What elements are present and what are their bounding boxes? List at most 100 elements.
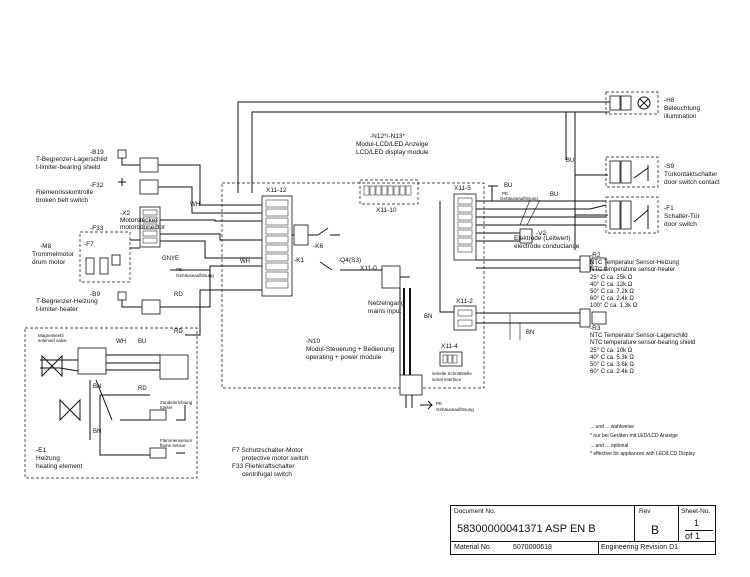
pe-arrow	[420, 400, 433, 410]
b19-terminal	[139, 157, 159, 173]
h8-ref: -H8	[664, 97, 675, 104]
label-h8: -H8 Beleuchtung illumination	[664, 97, 701, 120]
k6-switch	[317, 227, 340, 236]
mains-de: Netzeingang	[368, 300, 405, 307]
wire-b9	[160, 265, 262, 308]
legend-f33-de: F33 Fliehkraftschalter	[232, 463, 295, 470]
e1-en: heating element	[36, 463, 82, 470]
m8-de: Trommelmotor	[32, 251, 75, 258]
title-block: Document No. 58300000041371 ASP EN B Rev…	[450, 505, 716, 555]
v2-de: Elektrode (Leitwert)	[514, 235, 570, 242]
f32-en: broken belt switch	[36, 197, 88, 204]
wire-label-bu-1: BU	[566, 158, 574, 164]
wire-label-pe: PE	[176, 267, 182, 272]
wire-label-bn-3: BN	[424, 314, 432, 320]
e1-wires	[106, 354, 160, 371]
r2-en: NTC temperature sensor-heater	[590, 267, 675, 273]
sheet-label: Sheet-No.	[681, 508, 711, 515]
f7-element	[111, 254, 121, 266]
wire-label-rd-3: RD	[138, 386, 147, 392]
sheet-cell: Sheet-No. 1 of 1	[679, 506, 715, 542]
motor-coil-1	[85, 257, 95, 275]
f32-switch	[118, 178, 126, 186]
s9-de: Türkontaktschalter	[664, 171, 718, 178]
x11-5-label: X11-5	[454, 185, 471, 192]
label-b19: -B19 T-Begrenzer-Lagerschild t-limiter-b…	[36, 149, 108, 171]
engineering-revision: Engineering Revision D1	[601, 544, 679, 551]
lamp-icon	[637, 96, 651, 110]
b9-ref: -B9	[90, 291, 101, 298]
label-f1: -F1 Schalter-Tür door switch	[664, 205, 701, 228]
s9-terminal-1	[609, 160, 621, 184]
label-m8: -M8 Trommelmotor drum motor	[32, 243, 75, 266]
x11-5-wires-top	[476, 200, 607, 218]
h8-de: Beleuchtung	[664, 105, 701, 112]
x11-2-connector	[453, 305, 477, 331]
note-3: ... and ... optional	[590, 443, 628, 449]
f1-terminal-2	[620, 200, 632, 230]
r3-de: NTC Temperatur Sensor-Lagerschild	[590, 333, 688, 339]
x11-2-label: X11-2	[456, 298, 473, 305]
b19-wire	[121, 158, 140, 166]
wire-label-bn-2: BN	[93, 429, 101, 435]
bu-lines	[519, 199, 541, 226]
doc-number: 58300000041371 ASP EN B	[457, 523, 596, 535]
r2-sensor	[591, 257, 607, 271]
label-netzeingang: Netzeingang mains input	[368, 300, 405, 315]
label-e1: -E1 Heizung heating element	[36, 447, 82, 470]
f1-outline	[605, 196, 659, 234]
r2-v3: 60° C ca. 2.4k Ω	[590, 296, 634, 302]
m8-en: drum motor	[32, 259, 66, 266]
r3-connector	[579, 308, 591, 328]
wire-rd	[185, 289, 262, 336]
label-serial: serielle Schnittstelle serial interface	[432, 371, 472, 382]
r2-v0: 25° C ca. 25k Ω	[590, 275, 633, 281]
label-b9: -B9 T-Begrenzer-Heizung t-limiter-heater	[36, 291, 101, 313]
x2-en: motorconnector	[120, 224, 166, 231]
x11-10-label: X11-10	[376, 207, 397, 214]
r3-en: NTC temperature sensor-bearing shield	[590, 340, 695, 346]
wire-x2-2	[160, 233, 262, 241]
q4-switch	[319, 261, 356, 271]
x2-de: Motorstecker	[120, 217, 158, 224]
valve-wires	[40, 359, 79, 372]
control-module-outline	[221, 182, 485, 389]
legend-f7-en: protective motor switch	[242, 455, 309, 462]
f32-terminal	[139, 179, 159, 195]
rev-label: Rev	[639, 508, 651, 515]
e1-outline	[24, 327, 198, 479]
valve-icon-2	[59, 398, 81, 422]
r2-de: NTC Temperatur Sensor-Heizung	[590, 260, 679, 266]
pe-label: PE	[436, 401, 442, 406]
wire-label-rd-2: RD	[174, 329, 183, 335]
lamp-cross	[639, 98, 649, 108]
rev-value: B	[651, 523, 660, 537]
n10-ref: -N10	[306, 338, 320, 345]
r3-sensor	[591, 311, 607, 325]
doc-cell: Document No. 58300000041371 ASP EN B	[451, 506, 635, 542]
bn-lines	[509, 313, 521, 340]
serial-en: serial interface	[432, 377, 462, 382]
n12-ref: -N12*/-N13*	[370, 133, 406, 140]
n10-en: operating + power module	[306, 354, 382, 361]
valve-icon	[41, 354, 63, 378]
v2-ref: -V2	[536, 230, 547, 237]
doc-label: Document No.	[454, 508, 496, 515]
x11-4-label: X11-4	[441, 343, 458, 350]
switch-icon	[633, 165, 649, 181]
mains-leads	[405, 395, 413, 408]
r3-v3: 60° C ca. 2.4k Ω	[590, 369, 634, 375]
b19-en: t-limiter-bearing shield	[36, 164, 100, 171]
h8-terminal-1	[609, 95, 621, 111]
wire-label-pe-2: PE	[502, 191, 508, 196]
h8-en: illumination	[664, 113, 697, 120]
f32-ref: -F32	[90, 182, 104, 189]
notes: ... und ... wahlweise * nur bei Geräten …	[590, 424, 695, 457]
b9-sensor	[117, 291, 127, 301]
x11-12-label: X11-12	[266, 187, 287, 194]
k1-coil	[293, 224, 309, 246]
bus-wire-top-2	[251, 111, 610, 193]
igniter-block	[149, 409, 167, 421]
